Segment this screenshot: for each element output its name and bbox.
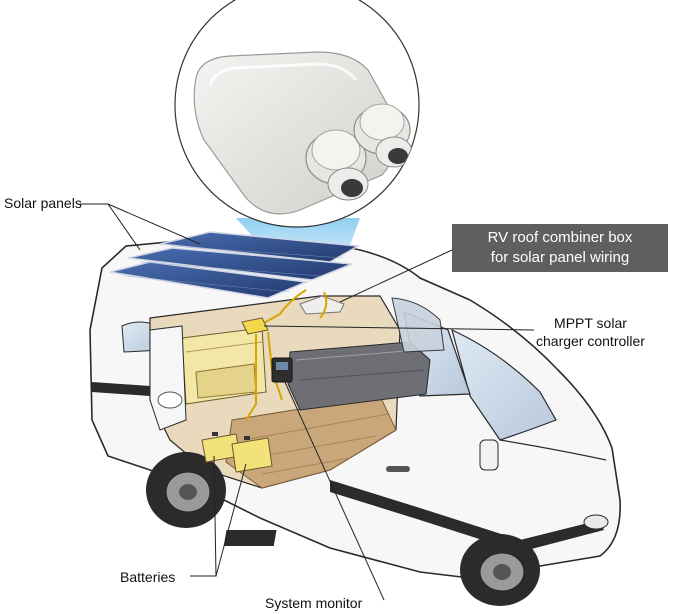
mppt-controller-label: MPPT solar charger controller [536, 314, 645, 350]
combiner-box-icon [193, 51, 413, 215]
cable-gland-right [353, 103, 413, 168]
combiner-callout-line1: RV roof combiner box [487, 229, 633, 246]
camper-van-icon [89, 237, 621, 606]
combiner-box-closeup [174, 0, 420, 228]
system-monitor-label: System monitor [265, 595, 363, 611]
combiner-callout-line2: for solar panel wiring [490, 249, 630, 266]
leader-lines [80, 203, 535, 601]
roof-combiner-box [299, 295, 345, 315]
combiner-box-callout: RV roof combiner box for solar panel wir… [452, 224, 668, 272]
mppt-label-line2: charger controller [536, 333, 645, 349]
rear-wheel [146, 452, 226, 528]
battery-icon [201, 432, 273, 473]
batteries-label: Batteries [120, 569, 176, 585]
solar-panels-label: Solar panels [4, 195, 82, 211]
mppt-label-line1: MPPT solar [554, 315, 627, 331]
cable-gland-left [305, 129, 369, 201]
system-monitor-icon [271, 357, 293, 383]
mppt-controller-icon [241, 317, 269, 335]
front-wheel [460, 534, 540, 606]
solar-panel-icon [109, 231, 361, 299]
